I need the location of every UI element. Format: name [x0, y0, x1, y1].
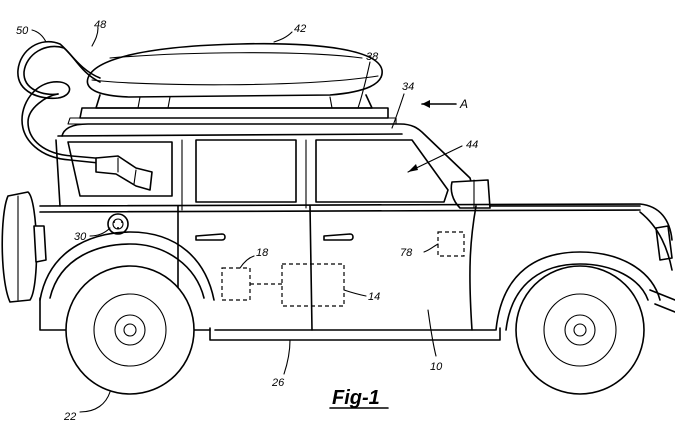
component-module-78 [438, 232, 464, 256]
ref-50: 50 [16, 25, 29, 37]
ref-34: 34 [402, 81, 414, 93]
rear-wheel [40, 232, 214, 394]
figure-caption: Fig-1 [330, 387, 388, 409]
ref-48: 48 [94, 19, 107, 31]
charge-port [108, 214, 128, 234]
ref-78: 78 [400, 247, 413, 259]
roof-cargo-box [87, 44, 382, 97]
charging-connector [96, 156, 152, 190]
figure-caption-text: Fig-1 [332, 387, 380, 409]
component-module-14 [282, 264, 344, 306]
ref-30: 30 [74, 231, 87, 243]
rear-spare-tire [2, 192, 46, 302]
charging-cable [18, 42, 118, 165]
ref-18: 18 [256, 247, 269, 259]
view-arrow-a [422, 100, 456, 108]
ref-26: 26 [271, 377, 285, 389]
ref-42: 42 [294, 23, 306, 35]
component-module-18 [222, 268, 250, 300]
ref-10: 10 [430, 361, 443, 373]
ref-22: 22 [63, 411, 76, 423]
roof-rack [68, 95, 396, 124]
front-wheel [496, 252, 660, 394]
ref-14: 14 [368, 291, 380, 303]
ref-44: 44 [466, 139, 478, 151]
view-label-a: A [459, 97, 468, 111]
ref-38: 38 [366, 51, 379, 63]
